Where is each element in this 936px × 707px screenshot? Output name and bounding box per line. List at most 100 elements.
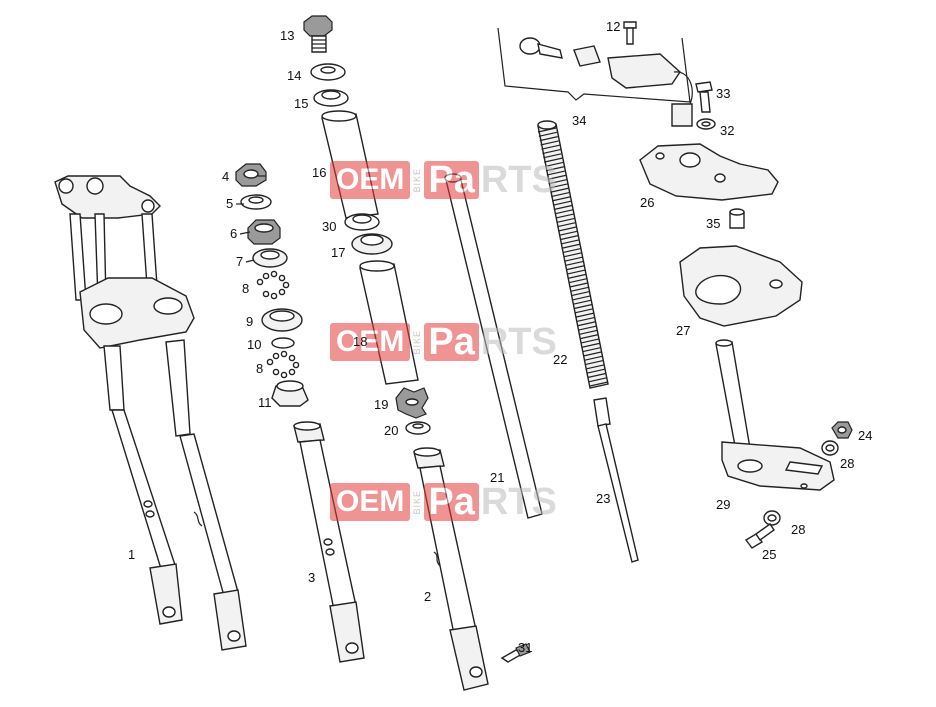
spring-coil	[541, 144, 560, 150]
callout-15: 15	[294, 96, 309, 111]
leader-lines	[236, 175, 266, 263]
part-26-lock-bracket	[639, 143, 779, 201]
spring-coil	[546, 170, 565, 176]
spring-coil	[567, 273, 587, 279]
spring-coil	[576, 316, 595, 323]
spring-coil	[583, 351, 602, 357]
spring-coil	[557, 222, 576, 228]
watermark-pa: Pa	[424, 161, 479, 199]
spring-coil	[542, 148, 561, 155]
spring-coil	[571, 291, 590, 297]
callout-19: 19	[374, 397, 389, 412]
callout-16: 16	[312, 165, 327, 180]
spring-coil	[581, 338, 600, 344]
spring-coil	[545, 166, 565, 172]
watermark-oem: OEM	[330, 161, 411, 199]
watermark-bottom: OEM BIKE Pa RTS	[330, 482, 557, 522]
callout-3: 3	[308, 570, 316, 585]
callout-12: 12	[606, 19, 621, 34]
callout-22: 22	[553, 352, 568, 367]
spring-coil	[578, 325, 597, 331]
callout-1: 1	[128, 547, 136, 562]
spring-coil	[550, 187, 569, 193]
spring-coil	[553, 204, 572, 211]
callout-34: 34	[572, 113, 587, 128]
spring-coil	[566, 265, 585, 271]
spring-coil	[540, 140, 559, 146]
callout-14: 14	[287, 68, 302, 83]
watermark-bike: BIKE	[412, 167, 423, 193]
spring-coil	[586, 364, 605, 370]
callout-35: 35	[706, 216, 721, 231]
spring-coil	[544, 157, 563, 163]
callout-28a: 28	[840, 456, 855, 471]
spring-coil	[585, 359, 604, 366]
part-22-fork-spring	[537, 120, 609, 389]
callout-25: 25	[762, 547, 777, 562]
spring-coil	[562, 247, 581, 254]
watermark-top: OEM BIKE Pa RTS	[330, 160, 557, 200]
watermark-rts: RTS	[480, 481, 557, 523]
callout-30: 30	[322, 219, 337, 234]
callout-4: 4	[222, 169, 230, 184]
spring-coil	[537, 127, 557, 133]
spring-coil	[548, 179, 567, 185]
callout-8b: 8	[256, 361, 264, 376]
callout-26: 26	[640, 195, 655, 210]
callout-20: 20	[384, 423, 399, 438]
watermark-rts: RTS	[480, 321, 557, 363]
watermark-bike: BIKE	[412, 489, 423, 515]
spring-coil	[560, 239, 580, 245]
callout-11: 11	[258, 395, 272, 410]
spring-coil	[563, 252, 582, 258]
callout-23: 23	[596, 491, 611, 506]
spring-coil	[588, 372, 607, 378]
part-27-top-plate	[679, 245, 803, 327]
spring-coil	[569, 282, 588, 288]
callout-27: 27	[676, 323, 691, 338]
part-23-piston-rod	[593, 397, 639, 563]
spring-coil	[559, 235, 579, 241]
spring-coil	[574, 303, 593, 310]
spring-coil	[577, 321, 596, 327]
watermark-pa: Pa	[424, 483, 479, 521]
spring-coil	[558, 226, 577, 232]
callout-32: 32	[720, 123, 735, 138]
watermark-oem: OEM	[330, 483, 411, 521]
spring-coil	[573, 299, 592, 305]
part-34-ignition-lock-kit	[497, 21, 716, 130]
spring-coil	[551, 191, 570, 198]
watermark-pa: Pa	[424, 323, 479, 361]
watermark-middle: OEM BIKE Pa RTS	[330, 322, 557, 362]
spring-coil	[587, 368, 606, 374]
spring-coil	[539, 136, 558, 142]
callout-28b: 28	[791, 522, 806, 537]
watermark-bike: BIKE	[412, 329, 423, 355]
spring-coil	[580, 334, 599, 340]
spring-coil	[555, 213, 574, 219]
part-3-fork-leg	[293, 421, 365, 663]
spring-coil	[538, 131, 558, 137]
callout-7: 7	[236, 254, 244, 269]
part-29-steering-stem	[715, 339, 835, 491]
callout-10: 10	[247, 337, 262, 352]
callout-6: 6	[230, 226, 238, 241]
spring-coil	[559, 230, 578, 236]
spring-coil	[584, 355, 603, 361]
spring-coil	[561, 243, 580, 249]
spring-coil	[566, 269, 586, 275]
part-31-bolt	[500, 643, 531, 663]
spring-coil	[570, 286, 589, 292]
spring-coil	[547, 174, 566, 180]
spring-coil	[543, 153, 562, 159]
spring-coil	[554, 209, 573, 215]
spring-coil	[552, 200, 572, 206]
watermark-rts: RTS	[480, 159, 557, 201]
parts-4-to-11-steering-bearings	[235, 163, 309, 407]
callout-2: 2	[424, 589, 432, 604]
part-35-bushing	[729, 208, 745, 229]
spring-coil	[556, 217, 575, 223]
spring-coil	[579, 329, 598, 335]
spring-coil	[564, 256, 583, 262]
callout-21: 21	[490, 470, 505, 485]
